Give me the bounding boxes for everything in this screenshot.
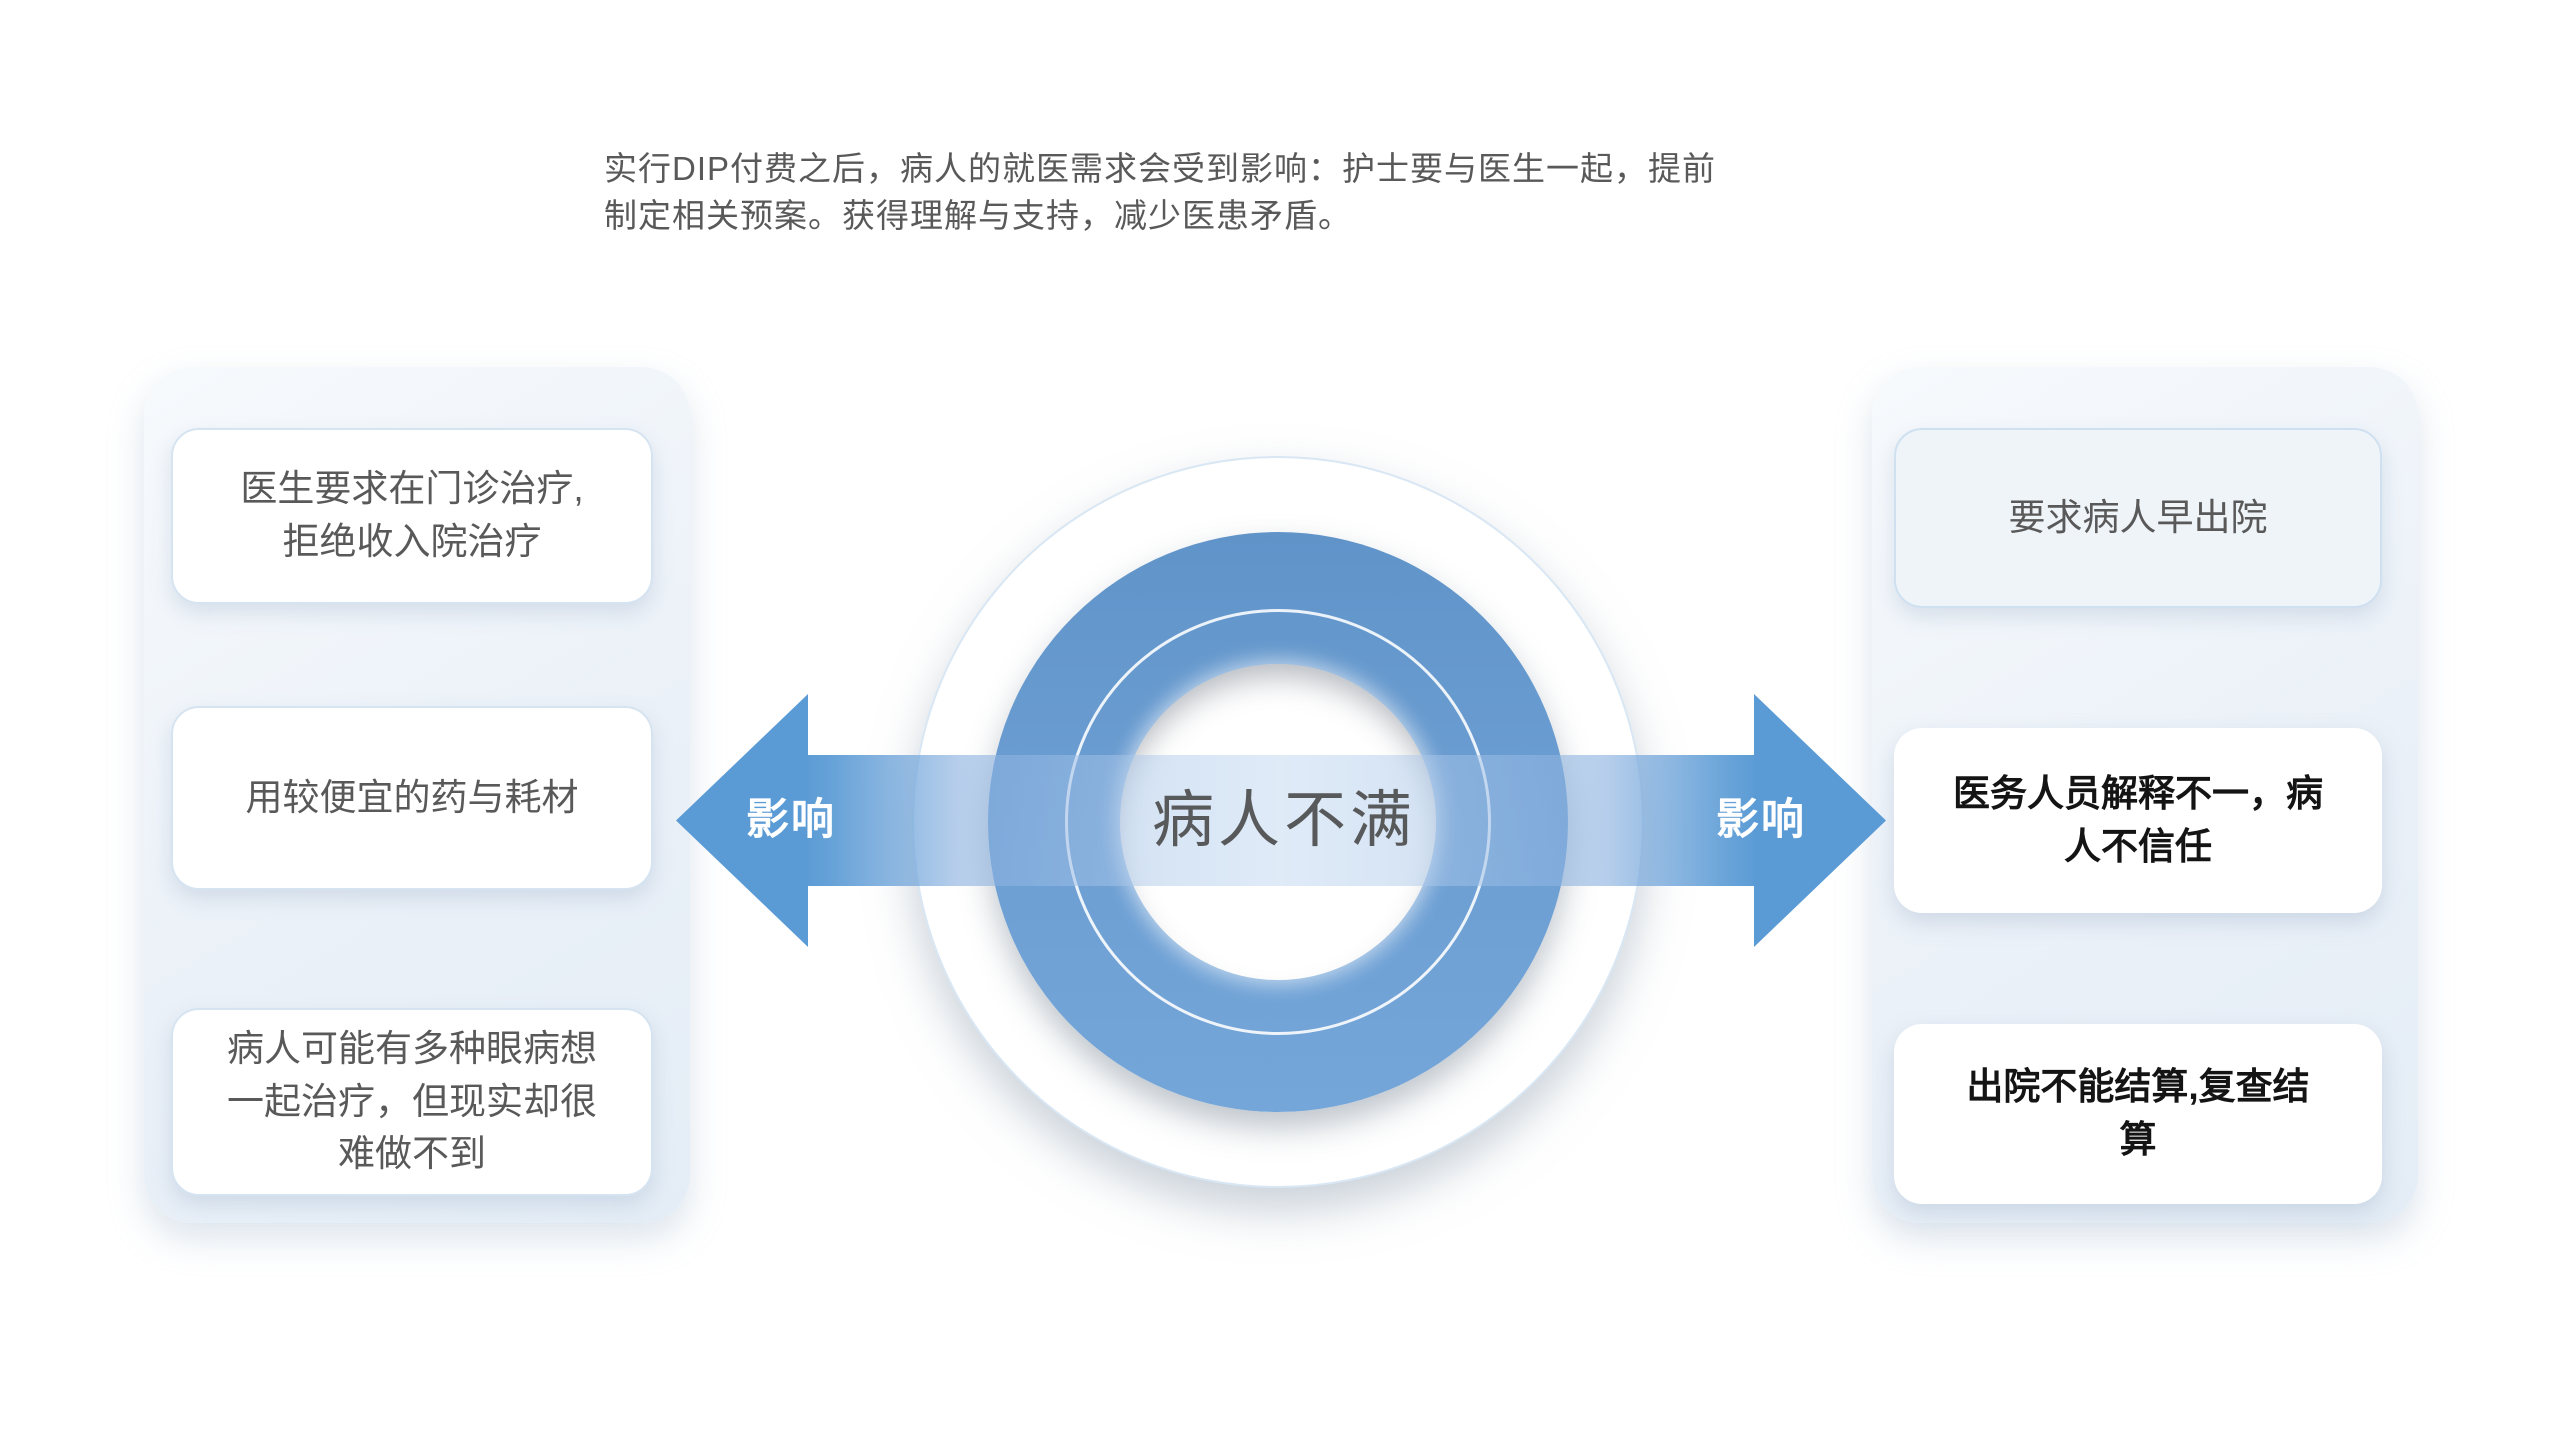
effect-card-inconsistent-explanation: 医务人员解释不一，病 人不信任: [1894, 728, 2382, 913]
cause-card-outpatient: 医生要求在门诊治疗, 拒绝收入院治疗: [171, 428, 653, 604]
right-effects-group: 要求病人早出院 医务人员解释不一，病 人不信任 出院不能结算,复查结 算: [1872, 367, 2418, 1223]
hub-title: 病人不满: [1151, 786, 1416, 855]
effect-card-early-discharge: 要求病人早出院: [1894, 428, 2382, 608]
intro-text: 实行DIP付费之后，病人的就医需求会受到影响：护士要与医生一起，提前 制定相关预…: [604, 150, 1717, 234]
cause-card-multiple-diseases: 病人可能有多种眼病想 一起治疗，但现实却很 难做不到: [171, 1008, 653, 1196]
effect-card-settlement: 出院不能结算,复查结 算: [1894, 1024, 2382, 1204]
cause-card-cheaper-drugs: 用较便宜的药与耗材: [171, 706, 653, 890]
right-arrow-label: 影响: [1716, 796, 1806, 844]
arrow-body-band: [806, 755, 1758, 886]
left-arrow-label: 影响: [746, 796, 836, 844]
left-causes-group: 医生要求在门诊治疗, 拒绝收入院治疗 用较便宜的药与耗材 病人可能有多种眼病想 …: [144, 367, 690, 1223]
